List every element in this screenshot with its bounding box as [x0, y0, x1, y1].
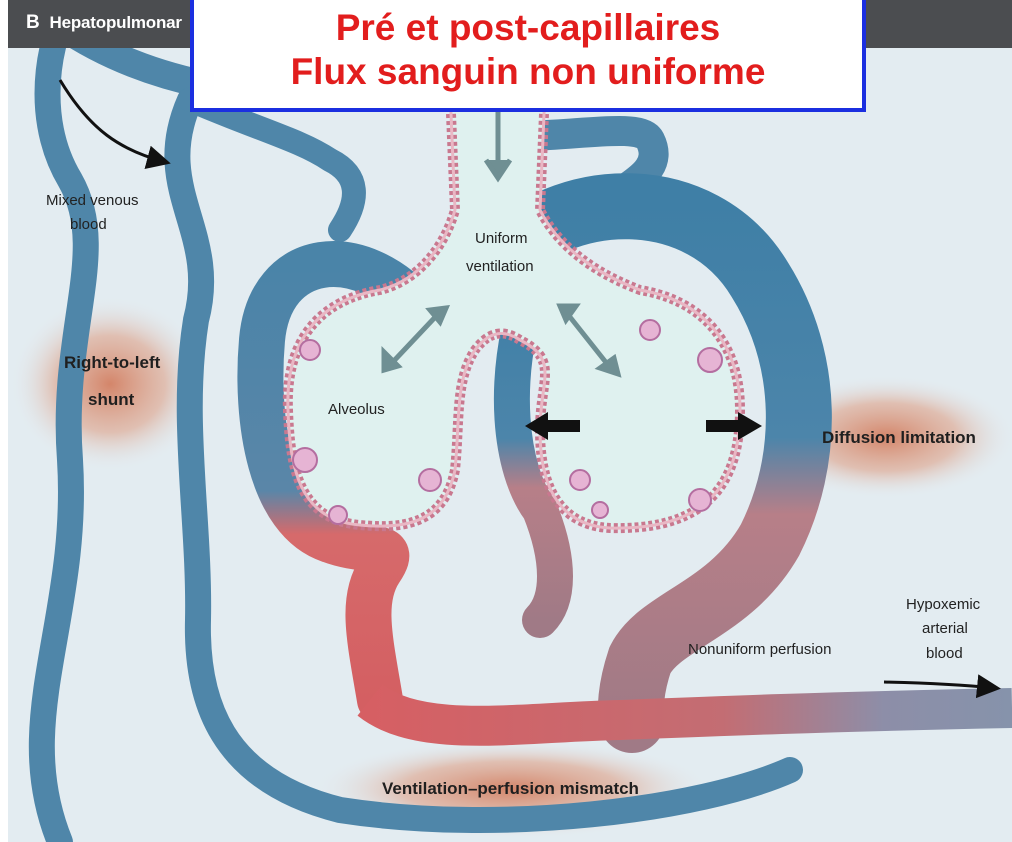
nonuniform-label: Nonuniform perfusion: [688, 641, 831, 658]
hypoxemic-label-1: Hypoxemic: [906, 596, 981, 613]
uniform-label-2: ventilation: [466, 258, 534, 275]
callout-line-1: Pré et post-capillaires: [194, 6, 862, 50]
panel-header-title: B Hepatopulmonar: [26, 12, 182, 34]
panel-letter: B: [26, 12, 40, 33]
mixed-venous-label-1: Mixed venous: [46, 192, 139, 209]
panel-title-fragment: Hepatopulmonar: [50, 13, 182, 32]
shunt-label-2: shunt: [88, 390, 135, 409]
shunt-label-1: Right-to-left: [64, 353, 161, 372]
uniform-label-1: Uniform: [475, 230, 528, 247]
diffusion-label: Diffusion limitation: [822, 428, 976, 447]
hypoxemic-label-3: blood: [926, 645, 963, 662]
alveolus-label: Alveolus: [328, 401, 385, 418]
callout-line-2: Flux sanguin non uniforme: [194, 50, 862, 94]
vq-mismatch-label: Ventilation–perfusion mismatch: [382, 779, 639, 798]
hypoxemic-label-2: arterial: [922, 620, 968, 637]
left-margin: [0, 0, 8, 842]
mixed-venous-label-2: blood: [70, 216, 107, 233]
overlay-callout-box: Pré et post-capillaires Flux sanguin non…: [190, 0, 866, 112]
